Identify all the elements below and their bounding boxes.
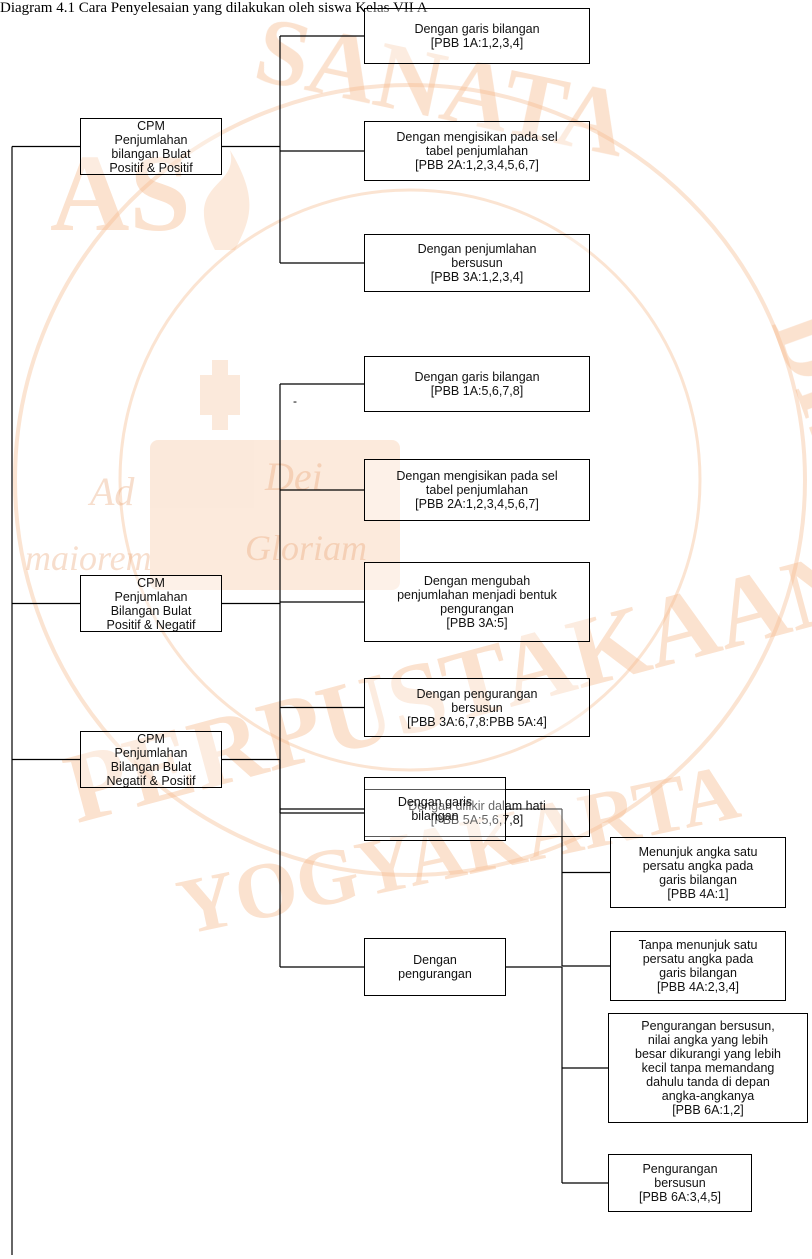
sub-box-1-2: Tanpa menunjuk satu persatu angka pada g…: [610, 931, 786, 1001]
method-box-2-4: Dengan pengurangan bersusun [PBB 3A:6,7,…: [364, 678, 590, 737]
sub-box-1-2-label: Tanpa menunjuk satu persatu angka pada g…: [638, 938, 758, 994]
method-box-2-1: Dengan garis bilangan [PBB 1A:5,6,7,8]: [364, 356, 590, 412]
method-box-1-3-label: Dengan penjumlahan bersusun [PBB 3A:1,2,…: [417, 242, 537, 284]
method-box-3-2-label: Dengan pengurangan: [398, 953, 472, 981]
method-box-2-2: Dengan mengisikan pada sel tabel penjuml…: [364, 459, 590, 521]
sub-box-1-1: Menunjuk angka satu persatu angka pada g…: [610, 837, 786, 908]
method-box-3-1: Dengan garis bilangan: [364, 777, 506, 841]
root-box-2-label: CPM Penjumlahan Bilangan Bulat Positif &…: [106, 575, 196, 632]
method-box-2-3-label: Dengan mengubah penjumlahan menjadi bent…: [397, 574, 557, 630]
diagram-caption: Diagram 4.1 Cara Penyelesaian yang dilak…: [0, 0, 428, 16]
method-box-2-2-label: Dengan mengisikan pada sel tabel penjuml…: [396, 469, 558, 511]
watermark-motto-bottom-right: Gloriam: [245, 528, 367, 568]
method-box-2-5: Dengan difikir dalam hati [PBB 5A:5,6,7,…: [364, 789, 590, 837]
watermark-text-as: AS: [50, 132, 191, 254]
sub-box-2-1: Pengurangan bersusun, nilai angka yang l…: [608, 1013, 808, 1123]
method-box-2-4-label: Dengan pengurangan bersusun [PBB 3A:6,7,…: [407, 686, 547, 729]
method-box-1-1: Dengan garis bilangan [PBB 1A:1,2,3,4]: [364, 8, 590, 64]
sub-box-2-2-label: Pengurangan bersusun [PBB 6A:3,4,5]: [639, 1162, 721, 1204]
root-box-2: CPM Penjumlahan Bilangan Bulat Positif &…: [80, 575, 222, 632]
method-box-2-5-label: Dengan difikir dalam hati [PBB 5A:5,6,7,…: [408, 799, 546, 827]
root-box-3: CPM Penjumlahan Bilangan Bulat Negatif &…: [80, 731, 222, 788]
root-box-3-label: CPM Penjumlahan Bilangan Bulat Negatif &…: [106, 731, 196, 788]
root-box-1: CPM Penjumlahan bilangan Bulat Positif &…: [80, 118, 222, 175]
sub-box-2-1-label: Pengurangan bersusun, nilai angka yang l…: [635, 1019, 781, 1117]
method-box-1-2-label: Dengan mengisikan pada sel tabel penjuml…: [396, 130, 558, 172]
watermark-motto-bottom-left: maiorem: [25, 538, 152, 578]
root-box-1-label: CPM Penjumlahan bilangan Bulat Positif &…: [109, 118, 193, 175]
method-box-3-2: Dengan pengurangan: [364, 938, 506, 996]
method-box-1-1-label: Dengan garis bilangan [PBB 1A:1,2,3,4]: [414, 22, 540, 50]
sub-box-2-2: Pengurangan bersusun [PBB 6A:3,4,5]: [608, 1154, 752, 1212]
watermark-motto-right: Dei: [264, 454, 323, 499]
method-box-1-2: Dengan mengisikan pada sel tabel penjuml…: [364, 121, 590, 181]
method-box-3-1-label: Dengan garis bilangan: [397, 795, 473, 823]
stray-marker: -: [293, 394, 297, 408]
method-box-1-3: Dengan penjumlahan bersusun [PBB 3A:1,2,…: [364, 234, 590, 292]
method-box-2-3: Dengan mengubah penjumlahan menjadi bent…: [364, 562, 590, 642]
sub-box-1-1-label: Menunjuk angka satu persatu angka pada g…: [638, 844, 758, 901]
watermark-motto-left: Ad: [87, 469, 135, 514]
method-box-2-1-label: Dengan garis bilangan [PBB 1A:5,6,7,8]: [414, 370, 540, 398]
